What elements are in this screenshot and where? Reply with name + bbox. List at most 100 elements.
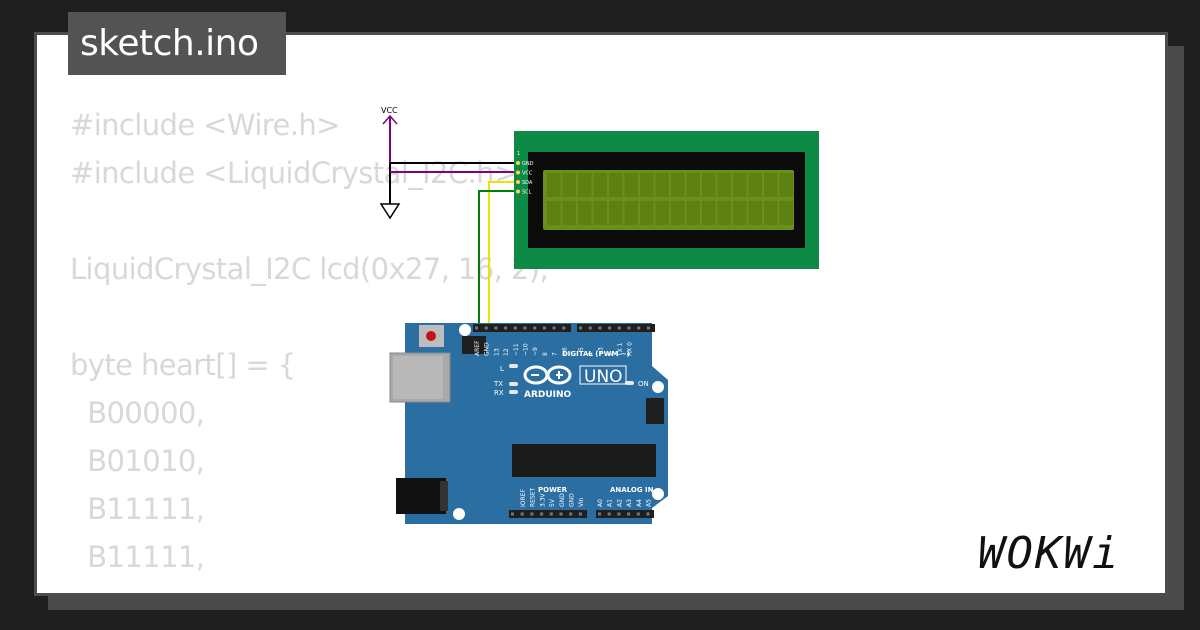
header-pin[interactable] [627, 512, 631, 516]
code-line: B01010, [70, 444, 205, 478]
microcontroller-chip [512, 444, 656, 477]
lcd-cell [547, 201, 561, 225]
mounting-hole [453, 508, 465, 520]
lcd-pin-label: GND [522, 161, 534, 167]
lcd-cell [640, 201, 654, 225]
header-pin[interactable] [559, 512, 563, 516]
lcd-pin-label: VCC [522, 171, 533, 177]
pin-label: 3.3V [539, 492, 546, 507]
lcd-cell [748, 173, 762, 197]
header-pin[interactable] [511, 512, 514, 516]
code-snippet: #include <Wire.h>#include <LiquidCrystal… [70, 101, 549, 593]
file-name-tab[interactable]: sketch.ino [68, 12, 286, 75]
arduino-brand-label: ARDUINO [524, 390, 572, 400]
pin-label: 8 [542, 352, 549, 356]
header-pin[interactable] [484, 326, 488, 330]
lcd-cell [609, 201, 623, 225]
header-pin[interactable] [569, 512, 573, 516]
header-pin[interactable] [627, 326, 631, 330]
pin-label: A1 [607, 499, 614, 507]
header-pin[interactable] [598, 512, 601, 516]
pin-label: 5V [549, 498, 556, 507]
header-pin[interactable] [530, 512, 534, 516]
lcd-cell [764, 201, 778, 225]
scl-wire [478, 190, 516, 328]
pin-label: 2 [607, 352, 614, 356]
header-pin[interactable] [513, 326, 517, 330]
header-pin[interactable] [475, 326, 478, 330]
analog-label: ANALOG IN [610, 486, 654, 494]
digital-header-left [473, 324, 571, 332]
header-pin[interactable] [523, 326, 527, 330]
lcd-cell [655, 201, 669, 225]
lcd-cell [547, 173, 561, 197]
power-jack [396, 478, 446, 514]
lcd-character-cells [547, 173, 793, 225]
pin-label: GND [559, 493, 566, 507]
header-pin[interactable] [578, 512, 582, 516]
lcd-pin[interactable] [516, 180, 520, 184]
arduino-uno-board[interactable]: L TX RX ON DIGITAL (PWM ~) POWER ANALOG … [389, 323, 668, 524]
wokwi-logo: WOKWi [978, 528, 1121, 579]
lcd-cell [671, 201, 685, 225]
lcd-pin[interactable] [516, 170, 520, 175]
lcd-cell [702, 173, 716, 197]
lcd-cell [578, 173, 592, 197]
header-pin[interactable] [637, 326, 641, 330]
lcd-cell [733, 173, 747, 197]
lcd-cell [640, 173, 654, 197]
pin-label: ~3 [597, 347, 604, 356]
code-line: byte heart[] = { [70, 348, 296, 382]
pin-label: RX 0 [627, 342, 634, 356]
header-pin[interactable] [646, 512, 650, 516]
lcd-cell [624, 173, 638, 197]
header-pin[interactable] [617, 512, 621, 516]
header-pin[interactable] [540, 512, 544, 516]
header-pin[interactable] [542, 326, 546, 330]
mounting-hole [652, 488, 664, 500]
lcd-cell [717, 201, 731, 225]
lcd-pin[interactable] [516, 161, 520, 165]
uno-model-label: UNO [584, 367, 623, 387]
pin-label: GND [484, 342, 491, 356]
header-pin[interactable] [549, 512, 553, 516]
lcd-cell [593, 201, 607, 225]
header-pin[interactable] [533, 326, 537, 330]
pin-label: Vin [578, 497, 585, 507]
code-line: B00000, [70, 396, 205, 430]
header-pin[interactable] [520, 512, 524, 516]
code-line: B11111, [70, 540, 205, 574]
ground-symbol [379, 163, 401, 220]
mounting-hole [459, 324, 471, 336]
header-pin[interactable] [646, 326, 650, 330]
lcd-pin-marker: 1 [517, 151, 520, 157]
led-l-label: L [500, 365, 504, 373]
pin-label: ~6 [561, 347, 568, 356]
header-pin[interactable] [607, 512, 611, 516]
header-pin[interactable] [494, 326, 498, 330]
digital-header-right [577, 324, 655, 332]
header-pin[interactable] [562, 326, 566, 330]
code-line: #include <Wire.h> [70, 108, 340, 142]
header-pin[interactable] [617, 326, 621, 330]
lcd-cell [624, 201, 638, 225]
lcd-cell [593, 173, 607, 197]
header-pin[interactable] [504, 326, 508, 330]
pin-label: 12 [503, 348, 510, 356]
lcd-cell [562, 173, 576, 197]
lcd-pin[interactable] [516, 189, 520, 194]
pin-label: 7 [552, 352, 559, 356]
pin-label: A5 [646, 499, 653, 507]
header-pin[interactable] [636, 512, 640, 516]
lcd-cell [717, 173, 731, 197]
header-pin[interactable] [579, 326, 582, 330]
header-pin[interactable] [598, 326, 602, 330]
header-pin[interactable] [608, 326, 612, 330]
sda-wire [488, 181, 516, 328]
pin-label: ~10 [523, 343, 530, 356]
header-pin[interactable] [552, 326, 556, 330]
header-pin[interactable] [588, 326, 592, 330]
pin-label: ~5 [578, 347, 585, 356]
